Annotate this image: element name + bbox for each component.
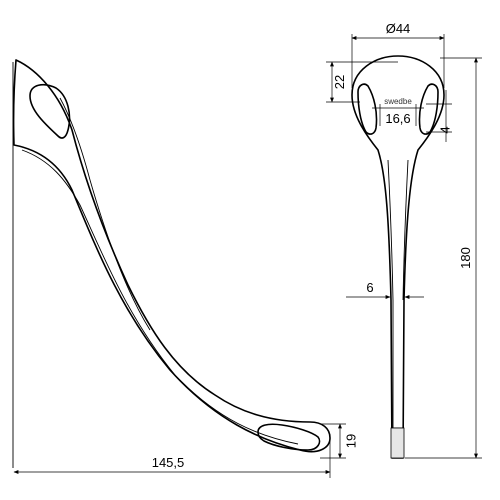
side-hook-back-edge [59, 97, 151, 331]
front-stem-edge-left [387, 159, 394, 455]
brand-mark: swedbe [384, 97, 412, 106]
front-slot-left [357, 83, 378, 135]
stem-width-label: 6 [366, 280, 373, 295]
side-upper-opening [29, 83, 71, 139]
slot-width-label: 16,6 [385, 111, 410, 126]
tip-height-label: 19 [344, 434, 359, 448]
front-stem-edge-right [402, 159, 409, 301]
front-slot-right [418, 83, 439, 135]
total-height-label: 180 [458, 247, 473, 269]
projection-label: 145,5 [152, 455, 185, 470]
side-lower-slot [257, 423, 321, 451]
head-height-label: 22 [332, 75, 347, 89]
diameter-label: Ø44 [386, 21, 411, 36]
front-hook-outline [351, 55, 445, 459]
front-view: swedbe Ø44 22 16,6 4 180 6 [326, 21, 482, 459]
slot-gap-label: 4 [438, 126, 453, 133]
front-stem-foot [390, 427, 405, 459]
side-view: 19 145,5 [12, 59, 359, 478]
side-hook-outline [12, 59, 331, 453]
side-hook-inner-edge [21, 149, 299, 445]
